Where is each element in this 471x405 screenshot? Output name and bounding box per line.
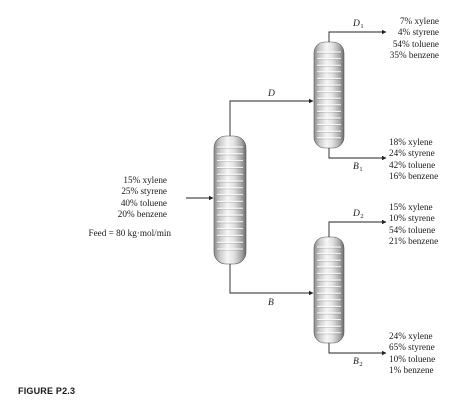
stream-label-b1: B1 — [353, 162, 363, 175]
product-component: 1% benzene — [389, 364, 434, 375]
stream-letter: B — [268, 298, 274, 308]
stream-subscript: 2 — [359, 361, 363, 368]
product-component: 10% styrene — [389, 213, 435, 224]
product-component: 35% benzene — [389, 49, 439, 60]
stream-b2-line — [328, 343, 387, 356]
stream-label-d2: D2 — [353, 209, 364, 222]
product-b1-composition: 18% xylene 24% styrene 42% toluene 16% b… — [389, 137, 438, 182]
product-d2-composition: 15% xylene 10% styrene 54% toluene 21% b… — [389, 202, 438, 247]
stream-d2-line — [328, 219, 387, 237]
product-component: 10% toluene — [389, 353, 436, 364]
product-component: 54% toluene — [392, 38, 439, 49]
product-component: 16% benzene — [389, 170, 439, 181]
stream-letter: B — [353, 162, 359, 172]
stream-d-line — [229, 98, 314, 136]
stream-letter: B — [353, 357, 359, 367]
column-main-trays — [217, 146, 243, 251]
product-component: 24% styrene — [389, 148, 435, 159]
column-top — [313, 41, 345, 149]
stream-label-d: D — [268, 89, 275, 102]
product-b2-composition: 24% xylene 65% styrene 10% toluene 1% be… — [389, 331, 435, 376]
stream-subscript: 1 — [359, 166, 363, 173]
product-component: 4% styrene — [397, 27, 439, 38]
product-component: 21% benzene — [389, 235, 439, 246]
product-component: 65% styrene — [389, 342, 435, 353]
feed-rate: Feed = 80 kg·mol/min — [88, 228, 171, 238]
product-d1-composition: 7% xylene 4% styrene 54% toluene 35% ben… — [390, 16, 439, 61]
column-bottom-trays — [317, 246, 341, 335]
stream-label-d1: D1 — [353, 19, 364, 32]
stream-label-b2: B2 — [353, 357, 363, 370]
feed-component: 20% benzene — [117, 208, 167, 219]
product-component: 24% xylene — [389, 331, 433, 341]
figure-caption: FIGURE P2.3 — [18, 386, 76, 396]
stream-b-line — [229, 264, 314, 296]
stream-letter: D — [268, 89, 275, 99]
stream-subscript: 2 — [360, 213, 364, 220]
column-main — [213, 135, 247, 265]
feed-component: 40% toluene — [120, 197, 167, 208]
stream-b1-line — [328, 148, 387, 161]
column-top-trays — [317, 51, 341, 140]
product-component: 54% toluene — [389, 224, 436, 235]
column-bottom — [313, 236, 345, 344]
product-component: 18% xylene — [389, 137, 433, 147]
stream-letter: D — [353, 209, 360, 219]
product-component: 7% xylene — [399, 16, 439, 26]
feed-component: 25% styrene — [121, 186, 167, 197]
product-component: 15% xylene — [389, 202, 433, 212]
stream-d1-line — [328, 29, 387, 42]
feed-composition: 15% xylene 25% styrene 40% toluene 20% b… — [118, 175, 167, 220]
stream-letter: D — [353, 19, 360, 29]
stream-label-b: B — [268, 298, 274, 311]
feed-component: 15% xylene — [123, 175, 167, 185]
product-component: 42% toluene — [389, 159, 436, 170]
stream-subscript: 1 — [360, 23, 364, 30]
